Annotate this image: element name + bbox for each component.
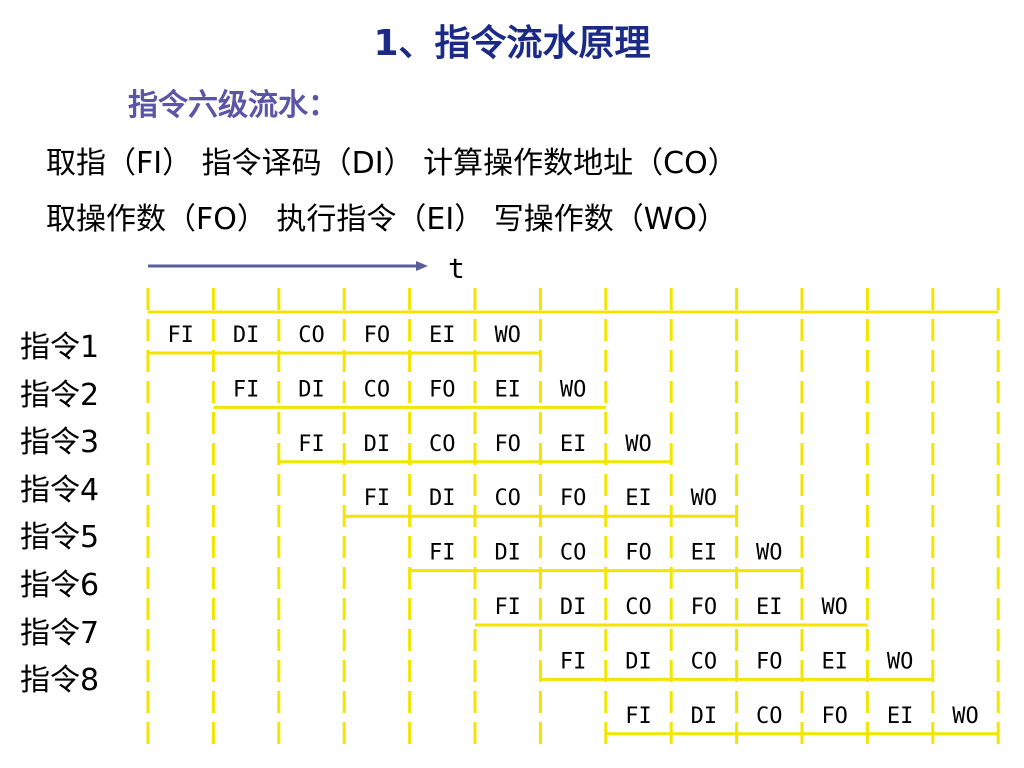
stage-cell-co: CO: [364, 377, 391, 402]
instruction-label: 指令3: [20, 425, 100, 461]
stage-cell-fo: FO: [429, 377, 456, 402]
stage-cell-di: DI: [364, 432, 391, 457]
stage-cell-ei: EI: [429, 323, 456, 348]
stage-definitions-line-1: 取指（FI） 指令译码（DI） 计算操作数地址（CO）: [46, 146, 738, 181]
instruction-label: 指令8: [20, 663, 100, 699]
instruction-label: 指令1: [20, 330, 100, 365]
stage-cell-fo: FO: [494, 432, 521, 457]
stage-cell-ei: EI: [691, 541, 718, 566]
stage-cell-fo: FO: [691, 595, 718, 620]
stage-cell-di: DI: [429, 486, 456, 511]
stage-cell-co: CO: [298, 323, 325, 348]
stage-cell-wo: WO: [691, 486, 718, 511]
pipeline-subtitle: 指令六级流水：: [128, 88, 338, 123]
time-axis-arrow: [148, 261, 428, 271]
stage-cell-co: CO: [429, 432, 456, 457]
stage-cell-wo: WO: [821, 595, 848, 620]
instruction-label: 指令6: [20, 568, 100, 603]
stage-cell-di: DI: [625, 649, 652, 674]
stage-cell-fi: FI: [364, 486, 391, 511]
stage-cell-di: DI: [560, 595, 587, 620]
instruction-label: 指令5: [20, 520, 100, 556]
stage-cell-fi: FI: [560, 649, 587, 674]
stage-cell-fi: FI: [429, 541, 456, 566]
stage-cell-di: DI: [233, 323, 260, 348]
stage-cell-fi: FI: [167, 323, 194, 348]
stage-cell-ei: EI: [494, 377, 521, 402]
stage-cell-ei: EI: [625, 486, 652, 511]
stage-cell-co: CO: [691, 649, 718, 674]
pipeline-grid: [146, 288, 1000, 745]
instruction-label: 指令7: [20, 615, 100, 651]
stage-cell-di: DI: [298, 377, 325, 402]
stage-cell-fo: FO: [560, 486, 587, 511]
stage-cell-wo: WO: [756, 541, 783, 566]
stage-cell-co: CO: [494, 486, 521, 511]
stage-definitions-line-2: 取操作数（FO） 执行指令（EI） 写操作数（WO）: [46, 202, 728, 237]
stage-cell-fi: FI: [298, 432, 325, 457]
stage-cell-fi: FI: [625, 704, 652, 729]
stage-cell-wo: WO: [952, 704, 979, 729]
stage-cell-fo: FO: [821, 704, 848, 729]
time-axis-label: t: [448, 252, 465, 285]
stage-cell-co: CO: [756, 704, 783, 729]
stage-cell-wo: WO: [560, 377, 587, 402]
stage-cell-ei: EI: [756, 595, 783, 620]
stage-cell-ei: EI: [821, 649, 848, 674]
stage-cell-fo: FO: [625, 541, 652, 566]
stage-cell-ei: EI: [887, 704, 914, 729]
pipeline-stage-cells: FI DI CO FO EI WO FI DI CO FO EI WO FI DI CO FO EI WO FI DI…: [167, 323, 978, 729]
stage-cell-wo: WO: [625, 432, 652, 457]
stage-cell-co: CO: [560, 541, 587, 566]
stage-cell-fi: FI: [233, 377, 260, 402]
stage-cell-fi: FI: [494, 595, 521, 620]
stage-cell-co: CO: [625, 595, 652, 620]
stage-cell-fo: FO: [756, 649, 783, 674]
slide-title: 1、指令流水原理: [373, 23, 651, 64]
stage-cell-wo: WO: [494, 323, 521, 348]
stage-cell-di: DI: [691, 704, 718, 729]
instruction-label: 指令2: [20, 377, 100, 413]
stage-cell-wo: WO: [887, 649, 914, 674]
stage-cell-fo: FO: [364, 323, 391, 348]
stage-cell-di: DI: [494, 541, 521, 566]
instruction-label: 指令4: [20, 472, 100, 508]
stage-cell-ei: EI: [560, 432, 587, 457]
